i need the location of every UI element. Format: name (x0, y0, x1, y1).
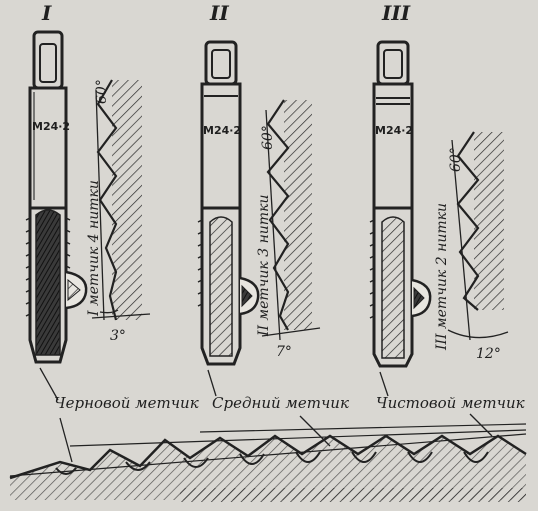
thread-section-hatch (10, 436, 526, 500)
thread-section (9, 413, 527, 502)
tap-2-note: II метчик 3 нитки (256, 195, 272, 337)
tap-3-note: III метчик 2 нитки (434, 203, 450, 351)
caption-leaders (39, 367, 389, 401)
tap-2-angle-thread: 60° (260, 125, 276, 150)
tap-3-profile-hatch (474, 132, 504, 310)
tap-3-angle-thread: 60° (448, 147, 464, 172)
thread-section-edge (9, 434, 527, 480)
tap-2-profile-hatch (284, 100, 312, 330)
tap-1-angle-thread: 60° (94, 79, 110, 104)
tap-2-shank (200, 82, 242, 210)
tap-2-profile-edge (266, 99, 290, 331)
tap-3-shank (372, 82, 414, 210)
tap-3: III M24·2 60° III метчик 2 нитки 12° (369, 1, 509, 368)
tap-3-marking: M24·2 (375, 124, 413, 137)
tap-2-flute (209, 216, 233, 357)
tap-1-marking: M24·2 (32, 120, 70, 133)
tap-3-thread-body (372, 208, 414, 368)
thread-section-base (180, 488, 526, 502)
caption-rough-tap: Черновой метчик (54, 394, 199, 412)
tap-1-angle-taper: 3° (110, 328, 126, 344)
tap-1-thread-body (28, 208, 68, 364)
tap-2-numeral: II (209, 1, 229, 25)
tap-2-angle-taper: 7° (276, 344, 292, 360)
tap-2-thread-body (200, 208, 242, 366)
tap-1-note: I метчик 4 нитки (86, 180, 102, 317)
tap-3-numeral: III (381, 1, 411, 25)
caption-middle-tap: Средний метчик (212, 394, 349, 412)
caption-finish-tap: Чистовой метчик (376, 394, 525, 412)
tap-3-angle-taper: 12° (476, 346, 501, 362)
tap-1-shank (28, 86, 68, 210)
tap-2-marking: M24·2 (203, 124, 241, 137)
tap-1-square-head (32, 30, 64, 90)
tap-3-profile-edge (456, 131, 480, 311)
tap-1-profile-hatch (112, 80, 142, 320)
tap-3-flute (381, 216, 405, 359)
tap-1-numeral: I (41, 1, 52, 25)
tap-2: II M24·2 60° II метчик 3 нитки 7° (197, 1, 321, 366)
tap-1: I M24·2 60° I метчик 4 нитки 3° (25, 1, 151, 364)
tap-1-flute (35, 209, 61, 356)
